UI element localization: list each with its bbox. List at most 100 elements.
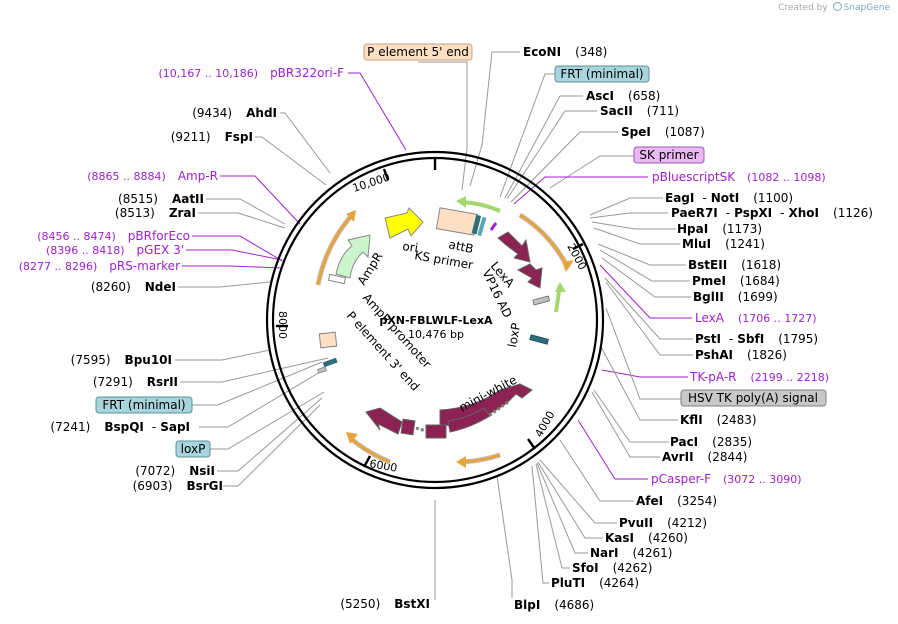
- bsteii-pos: (1618): [741, 258, 781, 272]
- primer-labels-left: (8277 .. 8296)pRS-marker (8396 .. 8418)p…: [19, 66, 344, 273]
- econi-pos: (348): [575, 45, 607, 59]
- pbluescriptsk-range: (1082 .. 1098): [747, 171, 826, 184]
- ampr-primer-range: (8865 .. 8884): [87, 170, 166, 183]
- enzyme-labels-right: EcoNI (348) AscI(658) SacII(711) SpeI(108…: [514, 45, 873, 612]
- svg-text:(8513)ZraI: (8513)ZraI: [115, 206, 196, 220]
- nsii-pos: (7072): [135, 464, 175, 478]
- pluti-name: PluTI: [551, 576, 585, 590]
- svg-text:HpaI(1173): HpaI(1173): [677, 222, 762, 236]
- pbluescriptsk-name: pBluescriptSK: [652, 170, 736, 184]
- boxed-labels: P element 5' end FRT (minimal) SK primer…: [95, 43, 827, 458]
- lexa-primer-name: LexA: [695, 311, 725, 325]
- paer7i-name: PaeR7I: [671, 206, 718, 220]
- tick-label-6000: 6000: [368, 457, 398, 475]
- svg-text:PvuII(4212): PvuII(4212): [619, 516, 707, 530]
- hsvtk-label: HSV TK poly(A) signal: [688, 391, 818, 405]
- pbr322ori-name: pBR322ori-F: [270, 66, 344, 80]
- credit-brand: SnapGene: [843, 3, 890, 13]
- bspqi-name: BspQI: [104, 420, 144, 434]
- svg-text:AscI(658): AscI(658): [586, 89, 660, 103]
- spei-pos: (1087): [665, 125, 705, 139]
- rsrii-pos: (7291): [93, 375, 133, 389]
- svg-text:(8515)AatII: (8515) AatII: [118, 192, 204, 206]
- svg-text:MluI(1241): MluI(1241): [682, 237, 765, 251]
- svg-text:(7241)BspQI-SapI: (7241)BspQI-SapI: [50, 420, 190, 434]
- bsteii-name: BstEII: [688, 258, 727, 272]
- econi-name: EcoNI: [523, 45, 561, 59]
- attb-label: attB: [447, 237, 474, 256]
- bglii-pos: (1699): [738, 290, 778, 304]
- tick-label-4000: 4000: [532, 409, 557, 440]
- svg-text:(8865 .. 8884)Amp-R: (8865 .. 8884)Amp-R: [87, 169, 218, 183]
- fspi-pos: (9211): [171, 130, 211, 144]
- svg-text:SpeI(1087): SpeI(1087): [621, 125, 705, 139]
- paer7i-pos: (1126): [833, 206, 873, 220]
- aatii-name: AatII: [172, 192, 204, 206]
- sbfi-name: SbfI: [737, 332, 764, 346]
- ndei-name: NdeI: [145, 280, 176, 294]
- attb-feature: [435, 207, 479, 236]
- blpi-name: BlpI: [514, 598, 540, 612]
- snapgene-logo-icon: [832, 2, 842, 11]
- svg-text:BlpI(4686): BlpI (4686): [514, 598, 594, 612]
- loxp2-label: loxP: [181, 442, 206, 456]
- svg-text:(7595)Bpu10I: (7595)Bpu10I: [71, 353, 172, 367]
- svg-text:SacII(711): SacII(711): [600, 104, 679, 118]
- xhoi-name: XhoI: [789, 206, 820, 220]
- svg-text:(9211)FspI: (9211)FspI: [171, 130, 253, 144]
- svg-text:(8260)NdeI: (8260)NdeI: [91, 280, 176, 294]
- ahdi-name: AhdI: [246, 106, 277, 120]
- svg-text:NarI(4261): NarI (4261): [590, 546, 672, 560]
- svg-text:(7291)RsrII: (7291)RsrII: [93, 375, 178, 389]
- zrai-pos: (8513): [115, 206, 155, 220]
- pbr322ori-range: (10,167 .. 10,186): [159, 67, 259, 80]
- pgex3-range: (8396 .. 8418): [46, 244, 125, 257]
- kasi-name: KasI: [605, 531, 634, 545]
- tkpar-name: TK-pA-R: [689, 370, 737, 384]
- bstxi-name: BstXI: [394, 597, 430, 611]
- ahdi-pos: (9434): [192, 106, 232, 120]
- orange-arrows: [315, 210, 574, 468]
- paci-pos: (2835): [712, 435, 752, 449]
- psti-name: PstI: [695, 332, 721, 346]
- eagi-name: EagI: [665, 191, 694, 205]
- svg-text:EcoNI(348): EcoNI (348): [523, 45, 607, 59]
- svg-text:KasI(4260): KasI(4260): [605, 531, 688, 545]
- snapgene-credit: Created by SnapGene: [778, 2, 890, 13]
- nari-pos: (4261): [633, 546, 673, 560]
- pspxi-name: PspXI: [734, 206, 772, 220]
- svg-text:(7072)NsiI: (7072)NsiI: [135, 464, 215, 478]
- svg-text:PaeR7I-PspXI-XhoI(1126): PaeR7I-PspXI-XhoI(1126): [671, 206, 873, 220]
- ori-label: ori: [402, 239, 419, 255]
- svg-text:(6903)BsrGI: (6903)BsrGI: [133, 479, 223, 493]
- pshai-pos: (1826): [747, 348, 787, 362]
- mlui-pos: (1241): [725, 237, 765, 251]
- nari-name: NarI: [590, 546, 619, 560]
- svg-text:BstEII(1618): BstEII (1618): [688, 258, 781, 272]
- kfli-pos: (2483): [717, 413, 757, 427]
- tick-label-10000: 10,000: [351, 171, 392, 195]
- aatii-pos: (8515): [118, 192, 158, 206]
- tick-marks: [276, 158, 584, 468]
- prsmarker-name: pRS-marker: [109, 259, 180, 273]
- svg-text:(8396 .. 8418)pGEX 3': (8396 .. 8418)pGEX 3': [46, 243, 184, 257]
- bglii-name: BglII: [693, 290, 724, 304]
- loxp-label: loxP: [505, 322, 523, 349]
- psti-pos: (1795): [778, 332, 818, 346]
- blpi-pos: (4686): [554, 598, 594, 612]
- svg-text:AvrII(2844): AvrII(2844): [662, 450, 747, 464]
- vp16-feature: [516, 263, 543, 289]
- svg-text:(10,167 .. 10,186)pBR322ori-F: (10,167 .. 10,186) pBR322ori-F: [159, 66, 345, 80]
- lexa-feature: [497, 231, 531, 263]
- frt1-label: FRT (minimal): [560, 67, 643, 81]
- enzyme-labels-left: (5250)BstXI (6903)BsrGI (7072)NsiI (7241…: [50, 106, 430, 611]
- svg-text:PmeI(1684): PmeI(1684): [692, 274, 780, 288]
- svg-text:PshAI(1826): PshAI(1826): [695, 348, 787, 362]
- pvuii-name: PvuII: [619, 516, 653, 530]
- pcasperf-name: pCasper-F: [651, 472, 711, 486]
- bspqi-pos: (7241): [50, 420, 90, 434]
- hpai-pos: (1173): [722, 222, 762, 236]
- bpu10i-name: Bpu10I: [125, 353, 172, 367]
- pcasperf-range: (3072 .. 3090): [723, 473, 802, 486]
